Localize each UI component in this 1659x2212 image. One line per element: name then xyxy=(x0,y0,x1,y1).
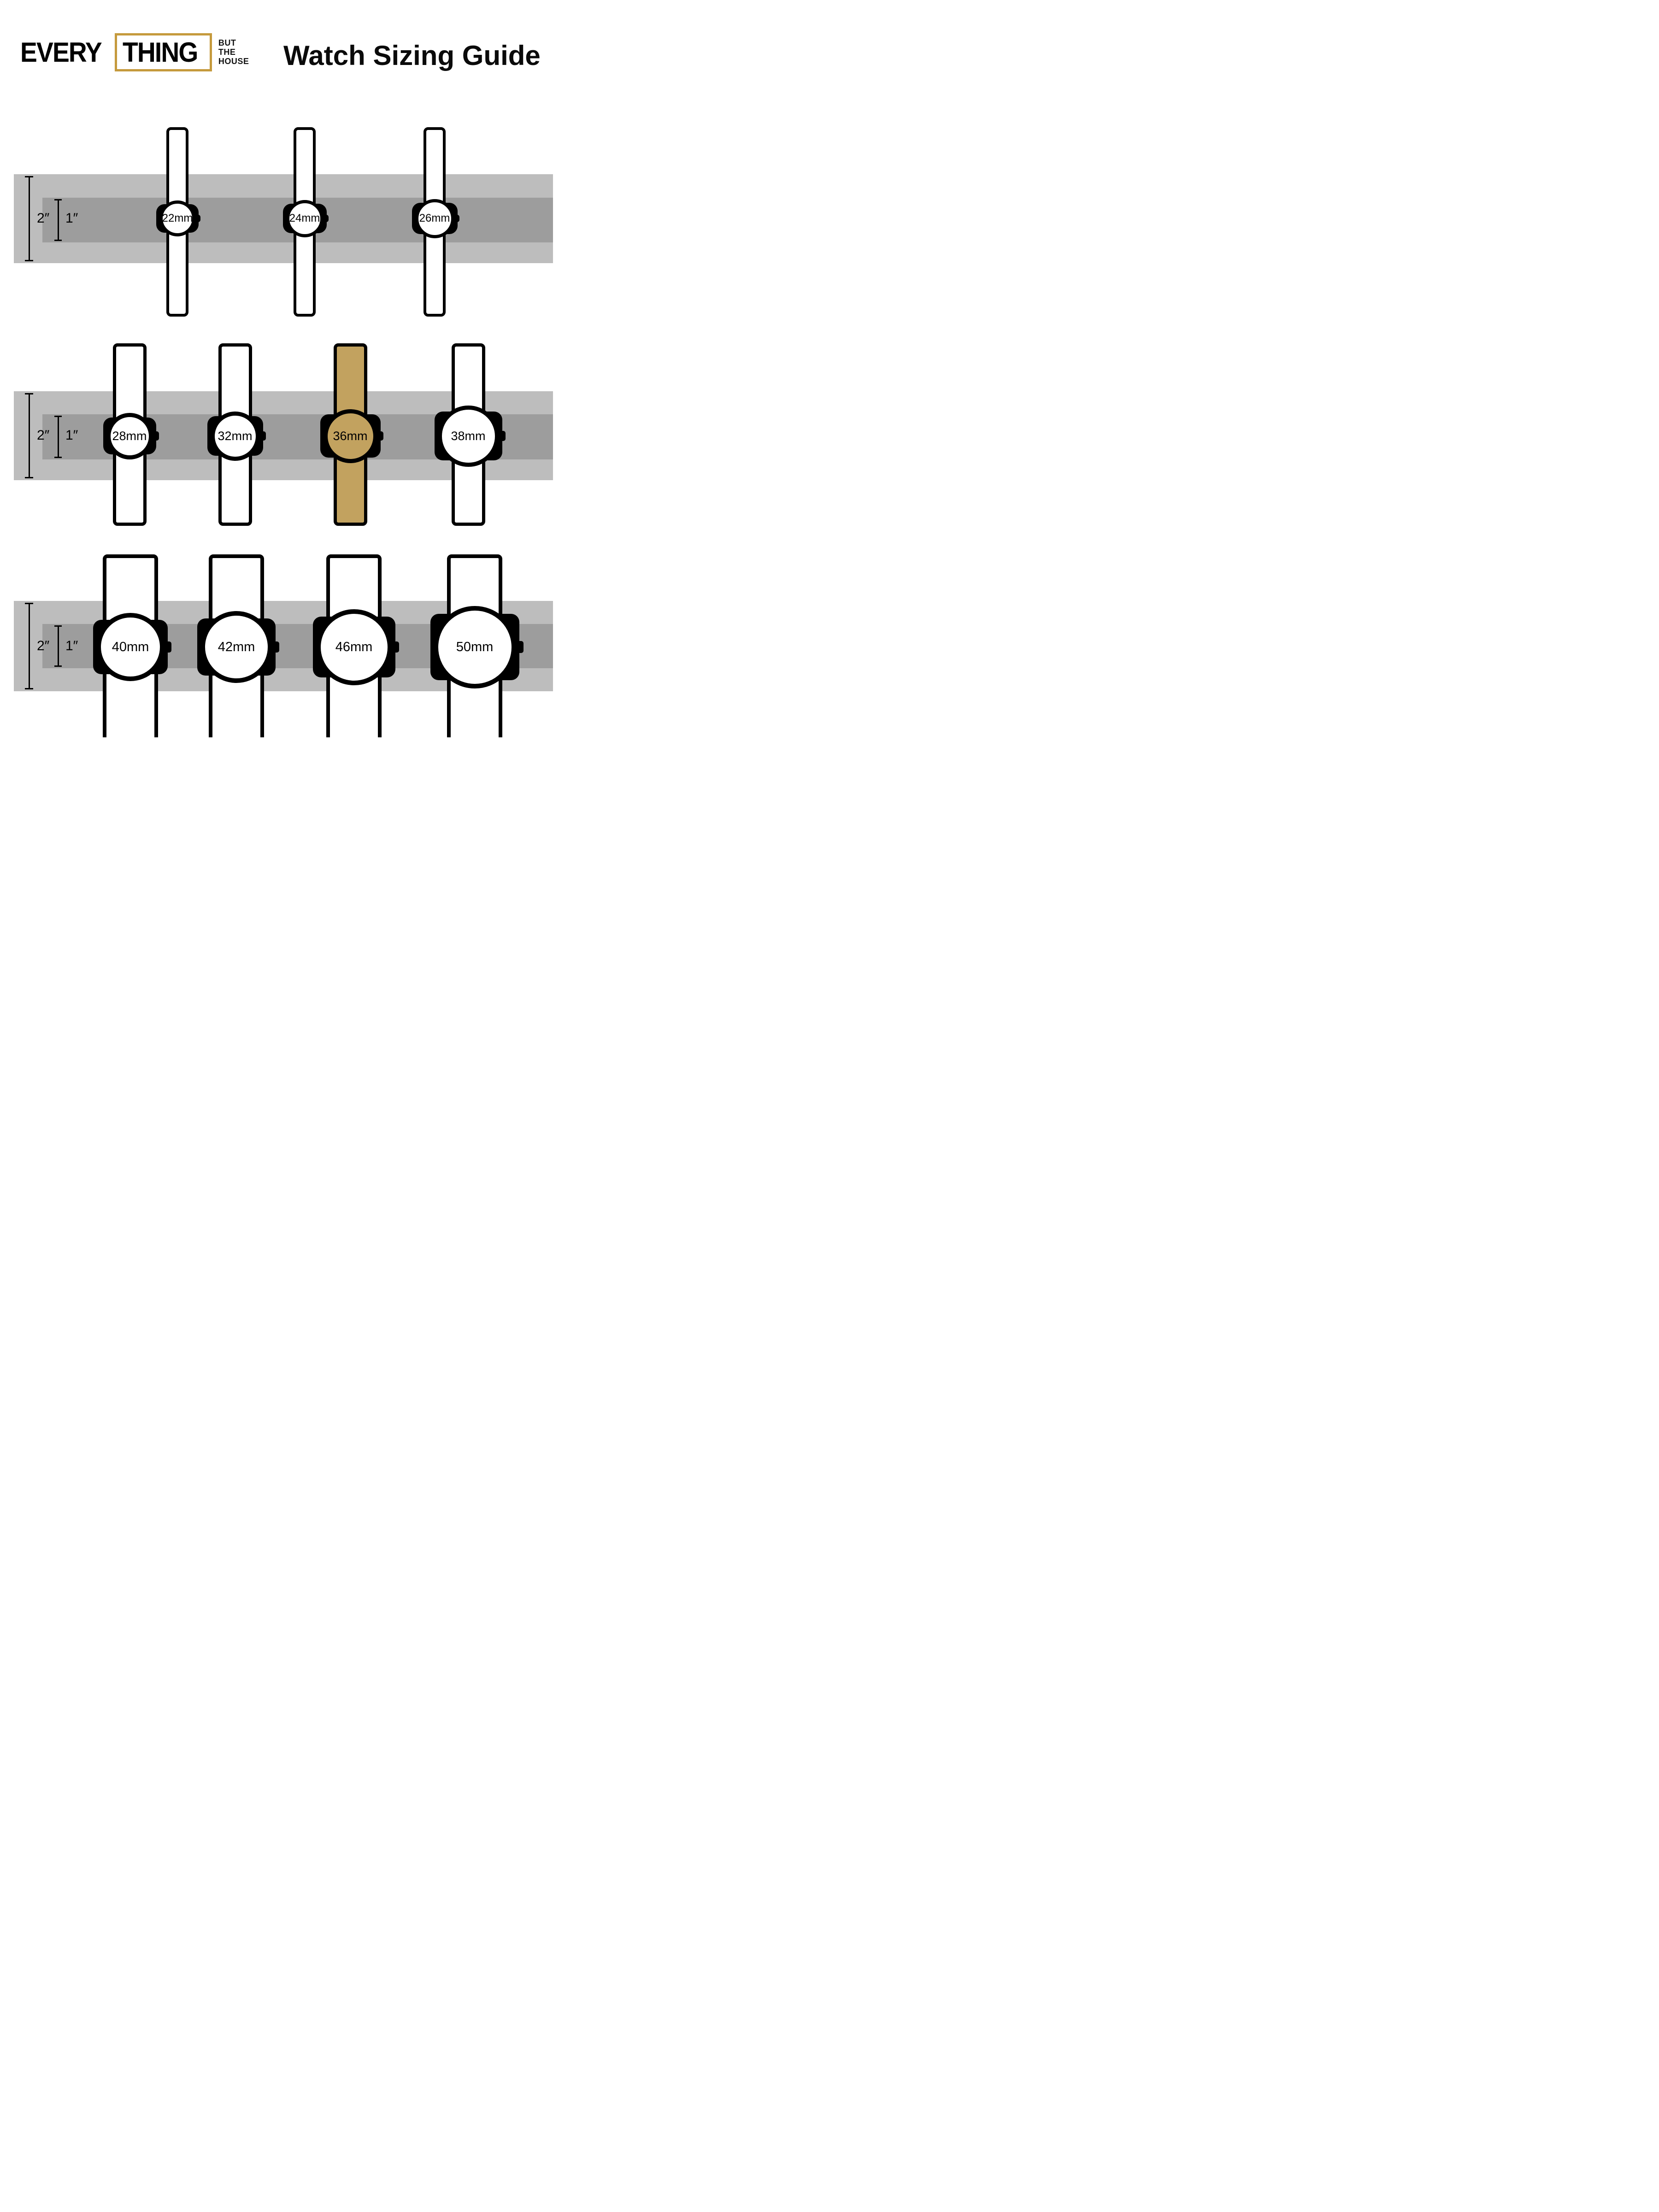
watch-crown xyxy=(455,215,459,222)
logo-tagline-house: HOUSE xyxy=(218,57,249,66)
logo-tagline: BUT THE HOUSE xyxy=(218,38,249,66)
ruler-1in-row3 xyxy=(54,625,62,667)
logo-word-thing: THING xyxy=(123,36,198,68)
ruler-2in-row3 xyxy=(25,603,33,689)
ruler-2in-label-row2: 2″ xyxy=(37,428,50,443)
logo-word-every: EVERY xyxy=(20,36,102,68)
watch-size-label: 38mm xyxy=(451,429,486,443)
watch-size-label: 28mm xyxy=(112,429,147,443)
watch-face: 26mm xyxy=(415,199,454,238)
ruler-2in-row2 xyxy=(25,393,33,478)
logo-thing-box: THING xyxy=(115,33,212,71)
ruler-1in-label-row3: 1″ xyxy=(65,638,78,653)
watch-crown xyxy=(260,431,266,441)
watch-size-label: 22mm xyxy=(162,212,193,224)
watch-face: 28mm xyxy=(106,412,153,459)
watch-face: 50mm xyxy=(433,606,516,688)
watch-face: 22mm xyxy=(159,200,195,236)
ruler-1in-row2 xyxy=(54,416,62,458)
watch-face: 38mm xyxy=(437,405,499,467)
watch-crown xyxy=(378,431,383,441)
watch-face: 36mm xyxy=(323,409,377,463)
watch-size-label: 26mm xyxy=(419,212,450,224)
watch-size-label: 40mm xyxy=(112,639,149,654)
watch-size-label: 36mm xyxy=(333,429,368,443)
watch-face: 40mm xyxy=(96,613,165,681)
watch-size-label: 32mm xyxy=(218,429,253,443)
watch-face: 32mm xyxy=(210,411,260,461)
watch-crown xyxy=(324,215,329,222)
ruler-1in-label-row2: 1″ xyxy=(65,428,78,443)
ruler-1in-label-row1: 1″ xyxy=(65,211,78,226)
watch-face: 24mm xyxy=(286,200,324,237)
watch-size-label: 50mm xyxy=(456,639,494,654)
watch-size-label: 42mm xyxy=(218,639,255,654)
ruler-2in-label-row1: 2″ xyxy=(37,211,50,226)
watch-size-label: 46mm xyxy=(335,639,373,654)
watch-crown xyxy=(393,641,399,653)
ruler-1in-row1 xyxy=(54,199,62,241)
watch-crown xyxy=(517,641,524,653)
watch-crown xyxy=(500,431,506,441)
logo-tagline-but: BUT xyxy=(218,38,236,47)
logo-tagline-the: THE xyxy=(218,47,236,57)
watch-sizing-guide: EVERY THING BUT THE HOUSE Watch Sizing G… xyxy=(0,0,553,737)
watch-face: 42mm xyxy=(200,611,272,683)
watch-face: 46mm xyxy=(316,609,392,685)
watch-crown xyxy=(153,431,159,441)
watch-crown xyxy=(196,215,200,222)
ebth-logo: EVERY THING BUT THE HOUSE xyxy=(20,32,249,72)
ruler-2in-label-row3: 2″ xyxy=(37,638,50,653)
watch-size-label: 24mm xyxy=(289,212,320,224)
page-title: Watch Sizing Guide xyxy=(283,40,541,71)
watch-crown xyxy=(273,641,279,653)
ruler-2in-row1 xyxy=(25,176,33,261)
watch-crown xyxy=(165,641,171,653)
